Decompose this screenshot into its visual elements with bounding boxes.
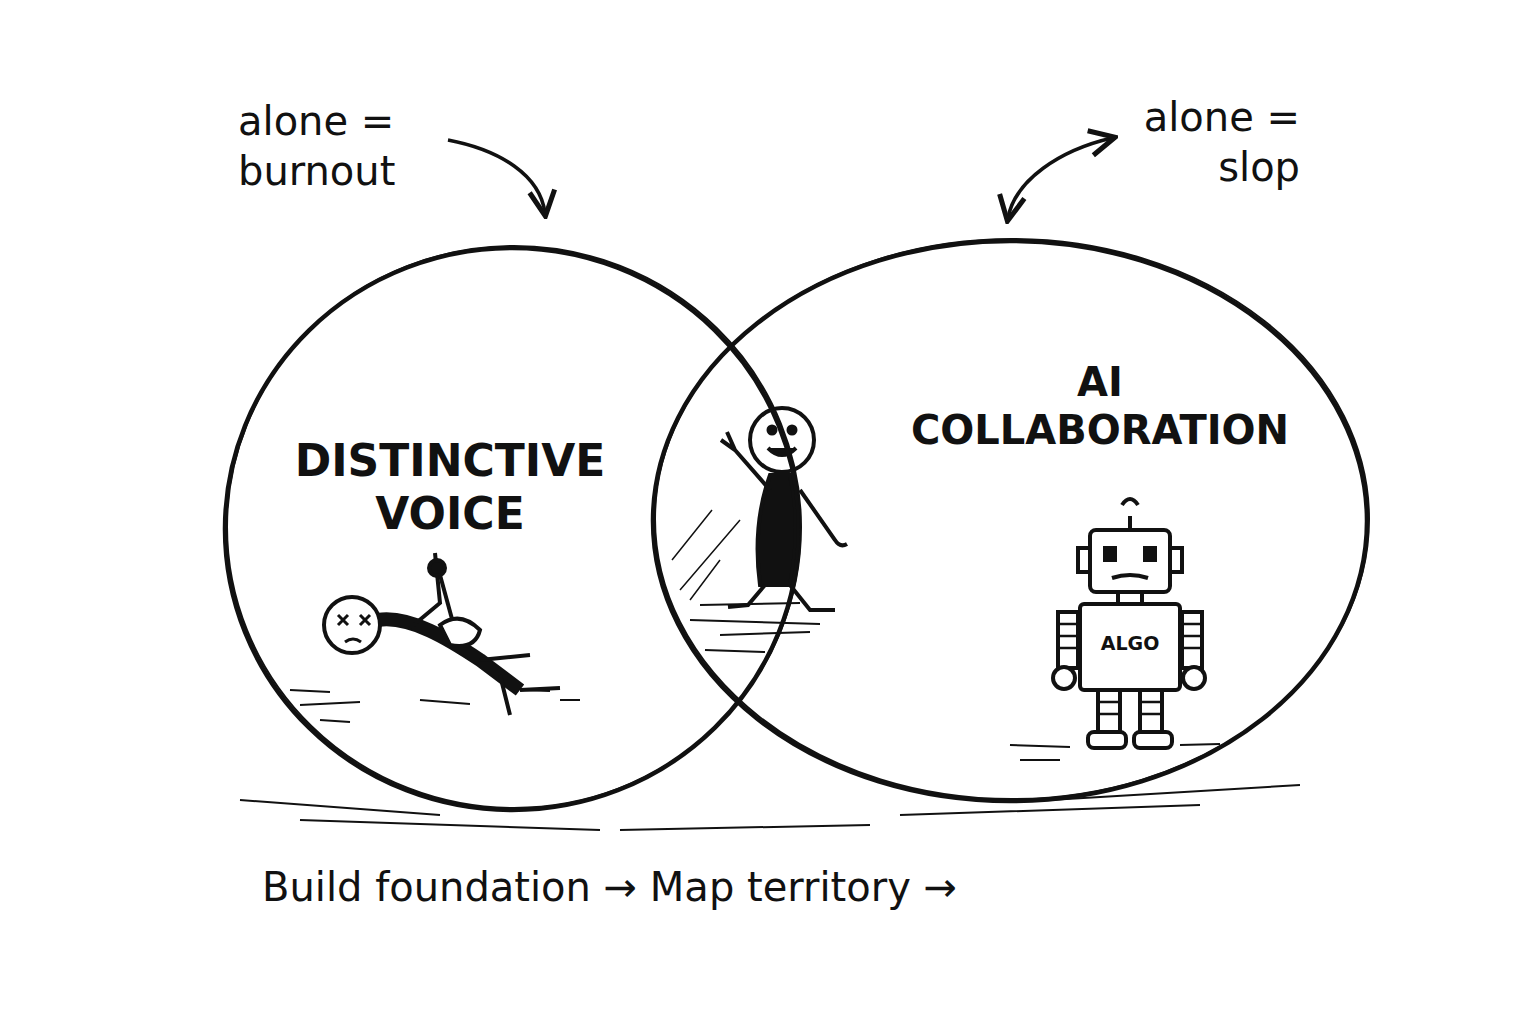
leader-arrow [1008, 138, 1112, 218]
venn-circle: AI COLLABORATION [650, 238, 1370, 804]
venn-circle: DISTINCTIVE VOICE [222, 245, 802, 813]
circle-shape [650, 238, 1370, 804]
leader-arrow [448, 140, 545, 213]
circle-outline [227, 246, 801, 808]
robot-chest-label: ALGO [1080, 632, 1180, 656]
callout-note: alone = slop [1120, 92, 1300, 192]
robot-figure [1053, 499, 1205, 748]
circle-outline [655, 239, 1369, 799]
callout-note: alone = burnout [238, 96, 468, 196]
burnout-figure [324, 553, 560, 715]
circle-title: AI COLLABORATION [900, 358, 1300, 454]
bottom-note: Build foundation → Map territory → [262, 862, 1262, 912]
circle-title: DISTINCTIVE VOICE [250, 435, 650, 541]
